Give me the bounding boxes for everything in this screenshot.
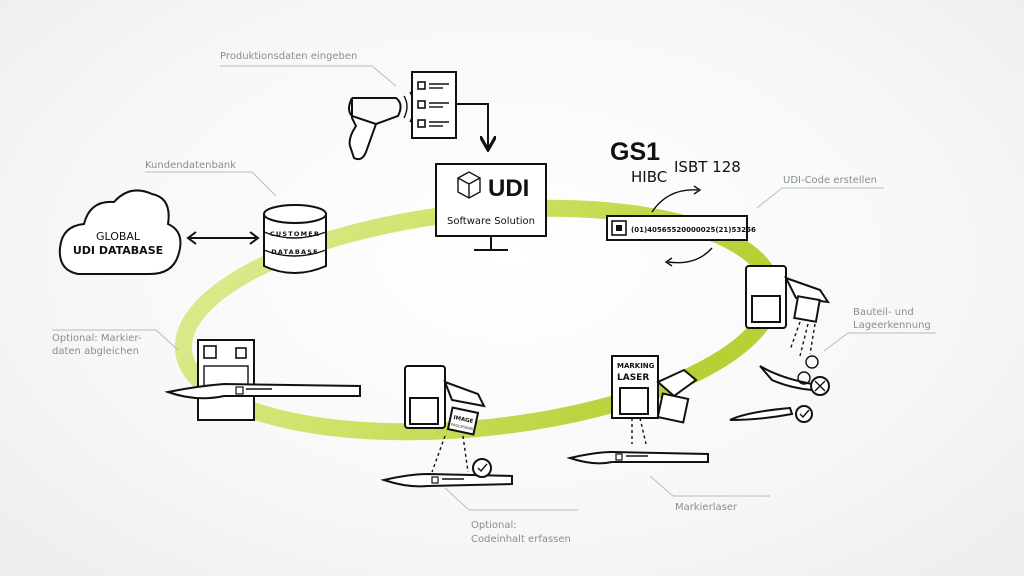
svg-text:UDI-Code erstellen: UDI-Code erstellen	[783, 175, 877, 186]
svg-text:ISBT 128: ISBT 128	[674, 158, 741, 176]
customer-database-icon: CUSTOMER DATABASE	[263, 204, 327, 274]
svg-text:Lageerkennung: Lageerkennung	[853, 320, 931, 331]
svg-text:Bauteil- und: Bauteil- und	[853, 307, 914, 318]
check-icon	[795, 405, 813, 423]
svg-text:MARKING: MARKING	[617, 362, 655, 370]
svg-text:Codeinhalt erfassen: Codeinhalt erfassen	[471, 534, 571, 545]
arrow-to-software	[456, 103, 488, 148]
label-optional-codeinhalt: Optional: Codeinhalt erfassen	[444, 487, 578, 545]
svg-text:Software Solution: Software Solution	[447, 216, 535, 227]
part-recognition-camera	[745, 265, 831, 357]
image-processing-camera: IMAGE PROCESSING	[380, 365, 513, 488]
udi-code-generation: (01)40565520000025(21)53256	[606, 185, 756, 267]
svg-text:LASER: LASER	[617, 373, 649, 383]
svg-text:GLOBAL: GLOBAL	[96, 230, 141, 243]
label-markierlaser: Markierlaser	[649, 475, 770, 513]
arrow-right-icon	[249, 231, 260, 245]
svg-text:Optional: Markier-: Optional: Markier-	[52, 333, 142, 344]
cube-icon	[457, 171, 481, 199]
svg-text:UDI: UDI	[488, 175, 529, 202]
svg-text:CUSTOMER: CUSTOMER	[270, 230, 320, 238]
svg-text:IMAGE: IMAGE	[453, 415, 474, 425]
svg-text:Produktionsdaten eingeben: Produktionsdaten eingeben	[220, 51, 357, 62]
svg-text:DATABASE: DATABASE	[271, 248, 319, 256]
arrow-left-icon	[186, 231, 197, 245]
scissors-icon	[805, 355, 819, 369]
label-produktionsdaten: Produktionsdaten eingeben	[220, 51, 397, 87]
global-udi-database-cloud: GLOBAL UDI DATABASE	[58, 189, 182, 275]
barcode-scanner-icon	[348, 91, 415, 161]
scalpels-sorting	[729, 355, 830, 423]
code-standards: GS1 HIBC ISBT 128	[610, 138, 741, 186]
check-icon	[472, 458, 492, 478]
marking-data-station	[164, 339, 361, 421]
label-udi-code-erstellen: UDI-Code erstellen	[756, 175, 884, 209]
svg-text:Optional:: Optional:	[471, 520, 517, 531]
svg-text:GS1: GS1	[610, 138, 660, 166]
svg-text:UDI DATABASE: UDI DATABASE	[73, 244, 163, 257]
label-kundendatenbank: Kundendatenbank	[145, 160, 277, 197]
svg-text:PROCESSING: PROCESSING	[451, 423, 474, 432]
svg-text:daten abgleichen: daten abgleichen	[52, 346, 139, 357]
label-bauteil-lageerkennung: Bauteil- und Lageerkennung	[823, 307, 936, 352]
svg-text:Markierlaser: Markierlaser	[675, 502, 738, 513]
svg-text:(01)40565520000025(21)53256: (01)40565520000025(21)53256	[631, 226, 756, 234]
udi-software-monitor: UDI Software Solution	[435, 163, 547, 251]
production-data-sheet-icon	[411, 71, 457, 139]
label-optional-markierdaten: Optional: Markier- daten abgleichen	[52, 329, 179, 357]
svg-text:Kundendatenbank: Kundendatenbank	[145, 160, 236, 171]
marking-laser-device: MARKING LASER	[566, 355, 709, 465]
svg-text:HIBC: HIBC	[631, 168, 667, 186]
